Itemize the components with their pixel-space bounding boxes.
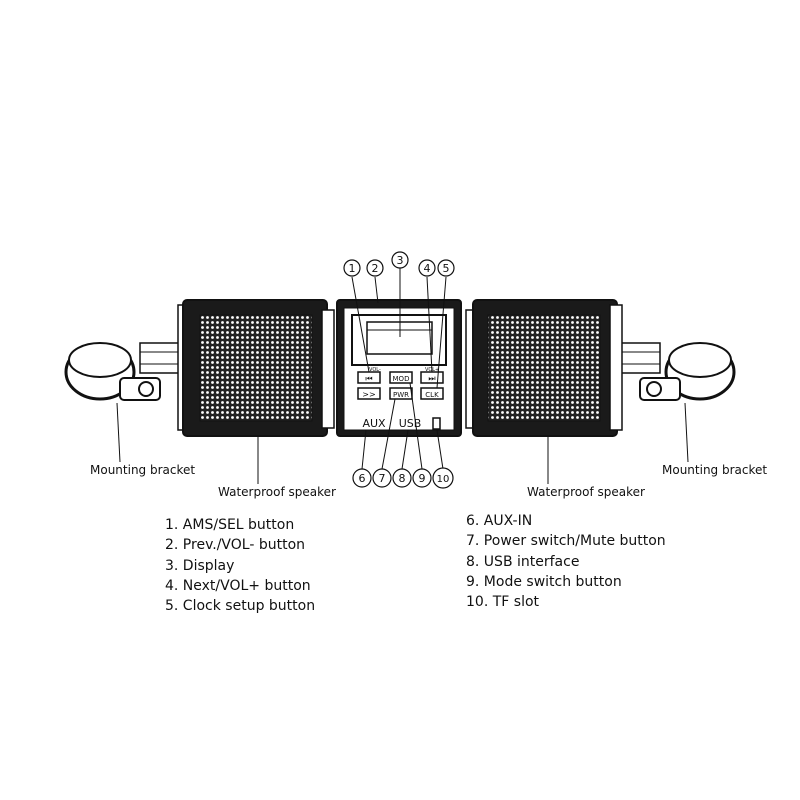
prev-icon: ⏮ <box>365 374 372 383</box>
svg-text:7: 7 <box>379 472 386 485</box>
legend-item-6: 6. AUX-IN <box>466 513 533 529</box>
callout-3: 3 <box>391 251 409 269</box>
legend-item-1: 1. AMS/SEL button <box>165 517 295 533</box>
callout-lines <box>116 268 689 484</box>
svg-text:8: 8 <box>399 472 406 485</box>
right-bracket-label: Mounting bracket <box>662 463 767 477</box>
power-button-label: PWR <box>393 391 409 399</box>
right-speaker-label: Waterproof speaker <box>527 485 645 499</box>
legend-item-5: 5. Clock setup button <box>165 598 316 615</box>
callout-8: 8 <box>392 468 412 488</box>
left-bracket-label: Mounting bracket <box>90 463 195 477</box>
callout-1: 1 <box>343 259 361 277</box>
tf-slot[interactable] <box>432 417 441 430</box>
svg-text:1: 1 <box>349 262 356 275</box>
mode-button-label: MOD <box>393 375 410 383</box>
svg-text:6: 6 <box>359 472 366 485</box>
legend-item-3: 3. Display <box>165 557 235 574</box>
legend-item-8: 8. USB interface <box>466 553 580 570</box>
clock-setup-button[interactable] <box>420 387 444 400</box>
svg-text:10: 10 <box>437 474 450 485</box>
clock-button-label: CLK <box>425 391 439 399</box>
callout-2: 2 <box>366 259 384 277</box>
legend-item-9: 9. Mode switch button <box>466 573 622 590</box>
callout-6: 6 <box>352 468 372 488</box>
callout-9: 9 <box>412 468 432 488</box>
legend-item-4: 4. Next/VOL+ button <box>165 577 311 594</box>
vol-minus-label: VOL- <box>369 367 381 373</box>
ams-sel-button[interactable] <box>357 387 381 400</box>
legend-left: 1. AMS/SEL button 2. Prev./VOL- button 3… <box>165 515 315 616</box>
left-speaker-label: Waterproof speaker <box>218 485 336 499</box>
next-icon: ⏭ <box>428 374 435 383</box>
left-speaker <box>177 299 335 437</box>
svg-text:4: 4 <box>424 262 431 275</box>
callout-10: 10 <box>432 467 454 489</box>
legend-right: 6. AUX-IN 7. Power switch/Mute button 8.… <box>466 511 666 612</box>
right-mounting-bracket <box>614 342 736 401</box>
callout-7: 7 <box>372 468 392 488</box>
power-mute-button[interactable] <box>389 387 413 400</box>
ams-icon: >> <box>362 390 375 399</box>
right-speaker <box>465 299 623 437</box>
svg-text:2: 2 <box>372 262 379 275</box>
aux-port-label: AUX <box>362 417 386 430</box>
legend-item-7: 7. Power switch/Mute button <box>466 533 666 550</box>
legend-item-2: 2. Prev./VOL- button <box>165 537 306 554</box>
callout-4: 4 <box>418 259 436 277</box>
svg-text:3: 3 <box>397 254 404 267</box>
mode-button[interactable] <box>389 371 413 384</box>
legend-item-10: 10. TF slot <box>466 594 540 611</box>
left-mounting-bracket <box>64 342 186 401</box>
svg-text:9: 9 <box>419 472 426 485</box>
usb-port-label: USB <box>399 417 422 430</box>
svg-text:5: 5 <box>443 262 450 275</box>
callout-5: 5 <box>437 259 455 277</box>
